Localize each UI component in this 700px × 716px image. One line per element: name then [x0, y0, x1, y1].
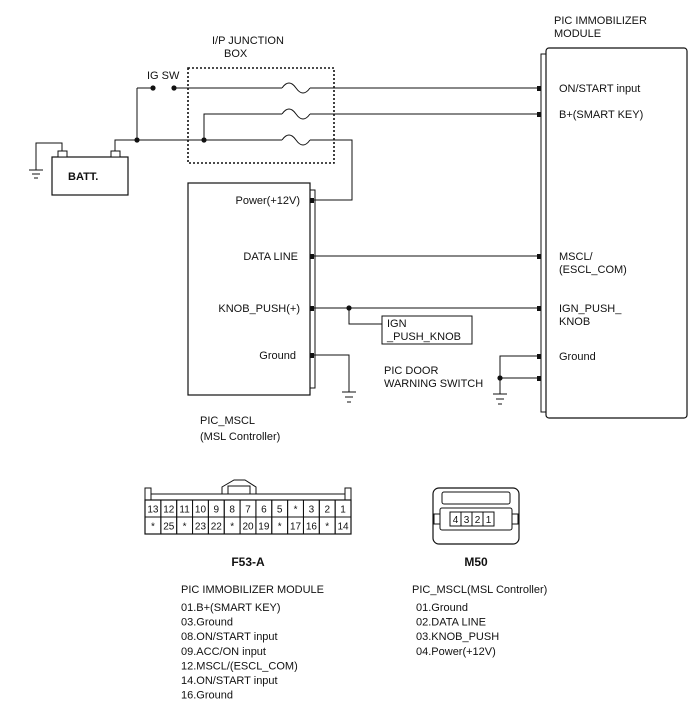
f53-pin-number: * [278, 522, 282, 533]
f53-title: PIC IMMOBILIZER MODULE [181, 584, 324, 596]
pin-description: 02.DATA LINE [416, 617, 486, 629]
m50-title: PIC_MSCL(MSL Controller) [412, 584, 547, 596]
mscl-controller-label-1: PIC_MSCL [200, 415, 255, 427]
m50-name: M50 [464, 555, 488, 569]
f53-pin-number: 14 [338, 522, 350, 533]
f53-pin-number: 6 [261, 505, 267, 516]
m50-pin-number: 4 [453, 515, 459, 526]
f53-pin-number: 5 [277, 505, 283, 516]
f53-pin-number: 16 [306, 522, 318, 533]
m50-connector [432, 487, 520, 545]
pin-description: 03.KNOB_PUSH [416, 631, 499, 643]
ign-box-label-1: IGN [387, 318, 407, 330]
f53-pin-number: 12 [163, 505, 175, 516]
f53-pin-number: 3 [309, 505, 315, 516]
m50-pin-cell [482, 511, 495, 527]
f53-pin-number: * [325, 522, 329, 533]
pin-power-label: Power(+12V) [235, 195, 300, 207]
pin-description: 12.MSCL/(ESCL_COM) [181, 660, 298, 672]
f53-pin-number: 9 [214, 505, 220, 516]
immobilizer-title-1: PIC IMMOBILIZER [554, 15, 647, 27]
junction-box-label-1: I/P JUNCTION [212, 35, 284, 47]
f53-pin-number: * [183, 522, 187, 533]
f53-pin-number: 23 [195, 522, 207, 533]
pin-description: 01.B+(SMART KEY) [181, 602, 281, 614]
f53-pin-number: 8 [229, 505, 235, 516]
f53-pin-number: 25 [163, 522, 175, 533]
pin-mscl-label-1: MSCL/ [559, 251, 594, 263]
pin-description: 08.ON/START input [181, 631, 278, 643]
m50-pin-number: 2 [475, 515, 481, 526]
f53-pin-list: 01.B+(SMART KEY) 03.Ground 08.ON/START inp… [181, 602, 298, 702]
pin-b-plus-label: B+(SMART KEY) [559, 109, 643, 121]
pin-ign-push-label-2: KNOB [559, 316, 590, 328]
pin-on-start-label: ON/START input [559, 83, 640, 95]
m50-pin-number: 3 [464, 515, 470, 526]
mscl-controller-box [187, 182, 311, 396]
battery [51, 156, 129, 196]
f53-pin-number: * [151, 522, 155, 533]
f53-pin-number: 22 [211, 522, 223, 533]
f53-pin-number: 13 [147, 505, 159, 516]
pin-knob-push-label: KNOB_PUSH(+) [218, 303, 300, 315]
f53-pin-number: 1 [340, 505, 346, 516]
door-switch-label-2: WARNING SWITCH [384, 378, 483, 390]
pin-description: 14.ON/START input [181, 675, 278, 687]
f53-name: F53-A [231, 555, 265, 569]
immobilizer-title-2: MODULE [554, 28, 601, 40]
pin-ign-push-label-1: IGN_PUSH_ [559, 303, 622, 315]
f53-pin-number: 2 [324, 505, 330, 516]
pin-ground-left-label: Ground [259, 350, 296, 362]
f53-pin-number: * [230, 522, 234, 533]
ig-switch-label: IG SW [147, 70, 180, 82]
junction-box-label-2: BOX [224, 48, 248, 60]
f53-pin-number: 7 [245, 505, 251, 516]
f53-pin-cell [334, 516, 352, 535]
f53-pin-number: 11 [179, 505, 190, 516]
pin-ground-right-label: Ground [559, 351, 596, 363]
f53-pin-number: 20 [242, 522, 254, 533]
f53-pin-number: 17 [290, 522, 302, 533]
door-switch-label-1: PIC DOOR [384, 365, 438, 377]
pin-description: 01.Ground [416, 602, 468, 614]
pin-mscl-label-2: (ESCL_COM) [559, 264, 627, 276]
pin-description: 09.ACC/ON input [181, 646, 266, 658]
ign-push-knob-box [381, 315, 473, 345]
mscl-controller-label-2: (MSL Controller) [200, 431, 280, 443]
pin-description: 04.Power(+12V) [416, 646, 496, 658]
f53-pin-number: 10 [195, 505, 207, 516]
f53-pin-number: 19 [258, 522, 270, 533]
m50-pin-list: 01.Ground 02.DATA LINE 03.KNOB_PUSH 04.Powe… [416, 602, 499, 658]
battery-label: BATT. [68, 171, 98, 183]
pin-description: 03.Ground [181, 617, 233, 629]
pin-data-line-label: DATA LINE [243, 251, 298, 263]
m50-pin-number: 1 [486, 515, 492, 526]
pin-description: 16.Ground [181, 690, 233, 702]
f53-pin-number: * [294, 505, 298, 516]
ign-box-label-2: _PUSH_KNOB [386, 331, 461, 343]
junction-box [187, 67, 335, 164]
